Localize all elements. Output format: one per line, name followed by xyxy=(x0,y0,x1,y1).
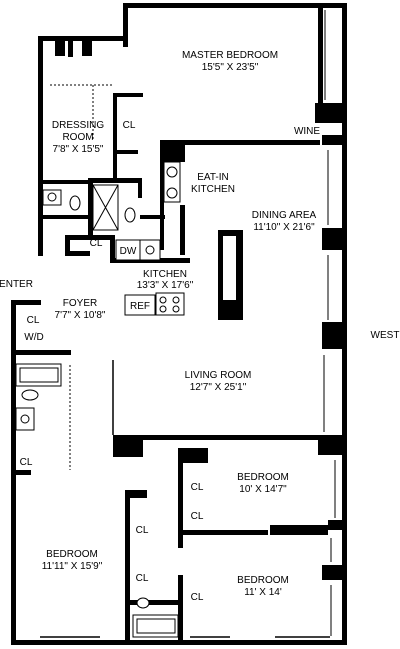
dishwasher-label: DW xyxy=(120,246,137,257)
bath-closet-label-2: CL xyxy=(136,573,149,584)
living-room-dims: 12'7" X 25'1" xyxy=(190,382,247,393)
enter-label: ENTER xyxy=(0,279,33,290)
bedroom-top-right-dims: 10' X 14'7" xyxy=(239,484,287,495)
dressing-room-name-2: ROOM xyxy=(62,132,93,143)
eat-in-kitchen-name-1: EAT-IN xyxy=(197,172,228,183)
room-labels: MASTER BEDROOM 15'5" X 23'5" DRESSING RO… xyxy=(0,50,399,603)
dining-area-name: DINING AREA xyxy=(252,210,317,221)
dining-area-dims: 11'10" X 21'6" xyxy=(253,222,315,233)
bedroom-left-name: BEDROOM xyxy=(46,549,98,560)
bedroom-top-right-name: BEDROOM xyxy=(237,472,289,483)
bedroom-bottom-right-name: BEDROOM xyxy=(237,575,289,586)
bedroom-closet-label-1: CL xyxy=(191,482,204,493)
refrigerator-label: REF xyxy=(130,301,150,312)
bedroom-closet-label-2: CL xyxy=(191,511,204,522)
kitchen-dims: 13'3" X 17'6" xyxy=(137,280,194,291)
master-bedroom-dims: 15'5" X 23'5" xyxy=(202,62,259,73)
foyer-name: FOYER xyxy=(63,298,97,309)
master-bedroom-name: MASTER BEDROOM xyxy=(182,50,278,61)
dressing-room-name-1: DRESSING xyxy=(52,120,104,131)
west-label: WEST xyxy=(371,330,400,341)
dressing-room-dims: 7'8" X 15'5" xyxy=(53,144,104,155)
bedroom-left-dims: 11'11" X 15'9" xyxy=(42,561,103,572)
bedroom-closet-label-3: CL xyxy=(191,592,204,603)
eat-in-kitchen-name-2: KITCHEN xyxy=(191,184,235,195)
wine-label: WINE xyxy=(294,126,320,137)
bedroom-bottom-right-dims: 11' X 14' xyxy=(244,587,282,598)
foyer-dims: 7'7" X 10'8" xyxy=(55,310,106,321)
bath-closet-label: CL xyxy=(20,457,33,468)
hall-closet-label: CL xyxy=(90,238,103,249)
living-room-name: LIVING ROOM xyxy=(185,370,252,381)
dressing-closet-label: CL xyxy=(123,120,136,131)
foyer-closet-label: CL xyxy=(27,315,40,326)
washer-dryer-label: W/D xyxy=(24,332,43,343)
walls xyxy=(11,3,347,645)
kitchen-name: KITCHEN xyxy=(143,269,187,280)
hall-closet-label-2: CL xyxy=(136,525,149,536)
details xyxy=(15,10,336,638)
